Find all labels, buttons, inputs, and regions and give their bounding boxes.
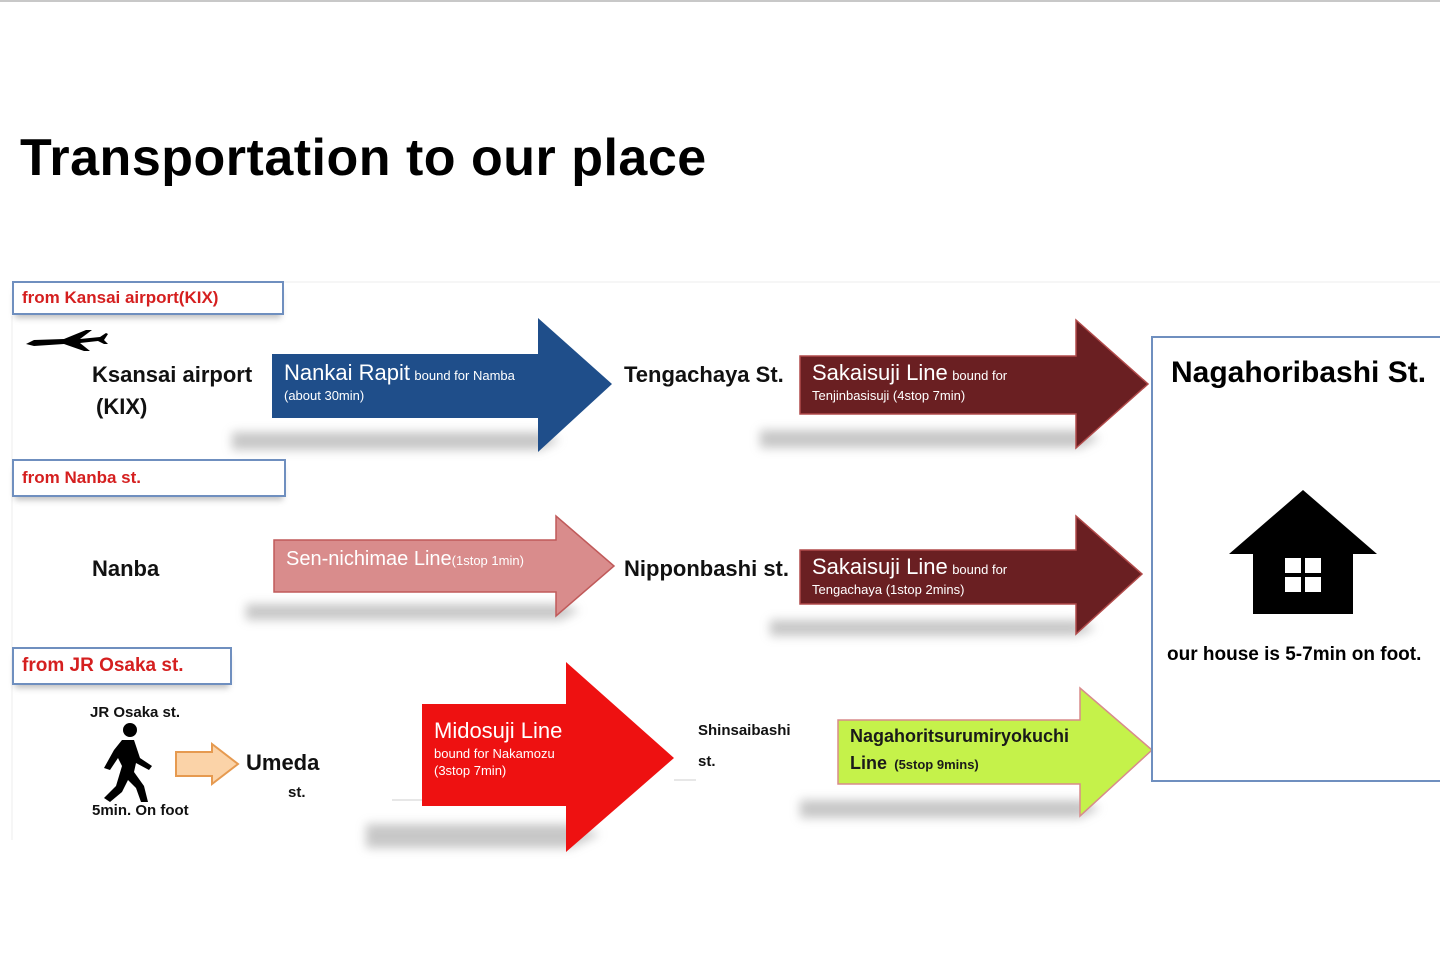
page-title: Transportation to our place [20, 129, 707, 187]
midosuji-arrow [422, 662, 674, 852]
route-sakaisuji2-label: Sakaisuji Line bound for Tengachaya (1st… [812, 554, 1008, 597]
station-shinsaibashi-suffix: st. [698, 753, 716, 770]
station-kix-code: (KIX) [96, 394, 148, 419]
nagahori-arrow [837, 686, 1154, 818]
station-umeda-suffix: st. [288, 784, 306, 801]
sakaisuji1-arrow [799, 318, 1150, 450]
walk-time: 5min. On foot [92, 802, 189, 819]
sennichimae-arrow [273, 514, 616, 618]
station-nanba: Nanba [92, 556, 160, 581]
house-icon [1229, 490, 1377, 614]
destination-title: Nagahoribashi St. [1171, 356, 1427, 389]
route-nankai-label: Nankai Rapit bound for Namba (about 30mi… [284, 360, 515, 403]
sennichimae-arrow-shadow [246, 604, 580, 620]
station-jr-osaka: JR Osaka st. [90, 704, 181, 721]
sakaisuji1-arrow-shadow [760, 430, 1100, 448]
route-nagahori-label: Nagahoritsurumiryokuchi Line (5stop 9min… [850, 726, 1070, 773]
route-sennichimae-label: Sen-nichimae Line(1stop 1min) [286, 548, 524, 570]
nankai-arrow-shadow [232, 432, 560, 450]
nankai-arrow [272, 318, 612, 452]
midosuji-arrow-shadow [366, 824, 600, 848]
sakaisuji2-arrow-shadow [770, 620, 1096, 636]
walk-arrow [175, 741, 240, 787]
destination-walk-note: our house is 5-7min on foot. [1167, 644, 1422, 665]
section-label-kix: from Kansai airport(KIX) [12, 281, 284, 315]
route-midosuji-label: Midosuji Line bound for Nakamozu (3stop … [434, 718, 563, 778]
station-tengachaya: Tengachaya St. [624, 362, 784, 387]
station-shinsaibashi: Shinsaibashi [698, 722, 791, 739]
section-label-nanba: from Nanba st. [12, 459, 286, 497]
sakaisuji2-arrow [799, 514, 1144, 636]
top-border [0, 0, 1440, 2]
station-nipponbashi: Nipponbashi st. [624, 556, 789, 581]
section-label-jr: from JR Osaka st. [12, 647, 232, 685]
nagahori-arrow-shadow [800, 800, 1100, 818]
route-sakaisuji1-label: Sakaisuji Line bound for Tenjinbasisuji … [812, 360, 1008, 403]
walking-person-icon [104, 723, 152, 802]
station-kix: Ksansai airport [92, 362, 253, 387]
station-umeda: Umeda [246, 750, 320, 775]
destination-box: Nagahoribashi St. our house is 5-7min on… [1151, 336, 1440, 782]
airplane-icon [26, 330, 108, 351]
